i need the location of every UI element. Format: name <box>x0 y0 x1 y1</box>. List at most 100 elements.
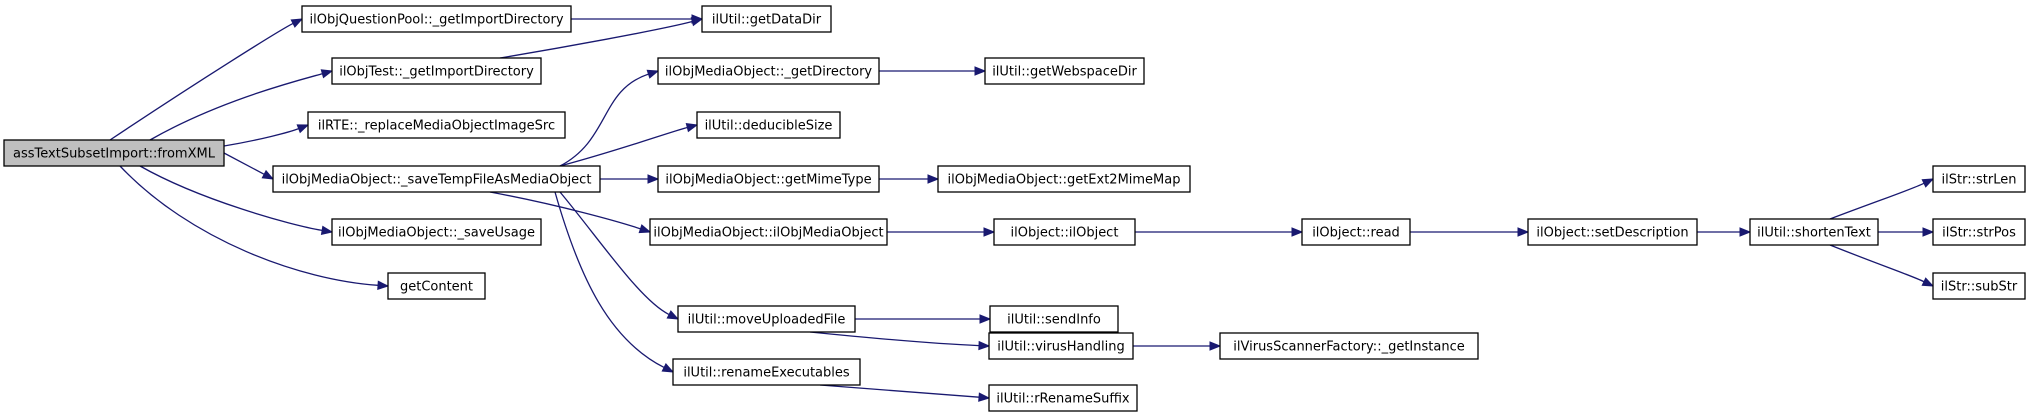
node-label: ilRTE::_replaceMediaObjectImageSrc <box>318 119 555 134</box>
node-mob-ctor[interactable]: ilObjMediaObject::ilObjMediaObject <box>649 218 888 246</box>
node-virus[interactable]: ilUtil::virusHandling <box>988 332 1134 360</box>
node-qpool-import[interactable]: ilObjQuestionPool::_getImportDirectory <box>301 5 572 33</box>
node-box <box>677 305 856 333</box>
node-box <box>1301 218 1411 246</box>
node-getcontent[interactable]: getContent <box>387 272 486 300</box>
node-label: ilUtil::getWebspaceDir <box>992 65 1137 80</box>
edge-renameexec-to-rrename <box>819 384 980 398</box>
node-label: ilUtil::getDataDir <box>712 13 822 28</box>
node-moveupl[interactable]: ilUtil::moveUploadedFile <box>677 305 856 333</box>
node-box <box>307 111 566 139</box>
node-strlen[interactable]: ilStr::strLen <box>1932 165 2026 193</box>
node-sendinfo[interactable]: ilUtil::sendInfo <box>989 305 1119 333</box>
edge-save_temp-to-deducible <box>559 126 688 167</box>
node-label: ilObject::setDescription <box>1536 226 1688 241</box>
arrowhead-ilobject_ctor-to-read <box>1291 227 1304 237</box>
edges <box>109 14 1935 402</box>
arrowhead-test_import-to-getdatadir <box>690 17 704 27</box>
node-shorten[interactable]: ilUtil::shortenText <box>1749 218 1879 246</box>
arrowhead-moveupl-to-sendinfo <box>979 314 992 324</box>
node-label: ilUtil::deducibleSize <box>705 119 833 134</box>
node-label: getContent <box>400 280 473 295</box>
arrowhead-getmimetype-to-ext2mime <box>927 174 940 184</box>
node-label: ilObjMediaObject::_saveTempFileAsMediaOb… <box>282 173 592 188</box>
node-root[interactable]: assTextSubsetImport::fromXML <box>3 139 225 167</box>
node-label: assTextSubsetImport::fromXML <box>13 147 216 162</box>
node-box <box>988 332 1134 360</box>
node-renameexec[interactable]: ilUtil::renameExecutables <box>672 358 861 386</box>
node-read[interactable]: ilObject::read <box>1301 218 1411 246</box>
node-ilobject-ctor[interactable]: ilObject::ilObject <box>993 218 1136 246</box>
edge-root-to-getcontent <box>119 165 379 286</box>
edge-save_temp-to-moveupl <box>559 191 670 316</box>
node-box <box>989 305 1119 333</box>
arrowhead-moveupl-to-virus <box>978 340 991 351</box>
node-box <box>331 218 542 246</box>
node-label: ilUtil::sendInfo <box>1007 313 1101 328</box>
arrowhead-root-to-save_temp <box>261 169 275 180</box>
arrowhead-save_temp-to-moveupl <box>666 310 680 320</box>
arrowhead-mob_ctor-to-ilobject_ctor <box>983 227 996 237</box>
arrowhead-root-to-test_import <box>320 69 334 79</box>
node-box <box>657 57 880 85</box>
node-box <box>387 272 486 300</box>
node-box <box>993 218 1136 246</box>
node-label: ilUtil::moveUploadedFile <box>688 313 846 328</box>
arrowhead-save_temp-to-renameexec <box>661 363 675 373</box>
node-box <box>937 165 1191 193</box>
edge-moveupl-to-virus <box>809 331 980 347</box>
arrowhead-shorten-to-strlen <box>1921 178 1935 188</box>
node-box <box>1749 218 1879 246</box>
node-rrename[interactable]: ilUtil::rRenameSuffix <box>988 384 1138 412</box>
node-setdesc[interactable]: ilObject::setDescription <box>1527 218 1698 246</box>
node-strpos[interactable]: ilStr::strPos <box>1932 218 2026 246</box>
node-label: ilObjMediaObject::getMimeType <box>665 173 871 188</box>
node-box <box>657 165 880 193</box>
node-test-import[interactable]: ilObjTest::_getImportDirectory <box>331 57 542 85</box>
edge-root-to-rte_replace <box>223 128 299 147</box>
node-label: ilObject::read <box>1312 226 1400 241</box>
node-save-temp[interactable]: ilObjMediaObject::_saveTempFileAsMediaOb… <box>272 165 601 193</box>
node-save-usage[interactable]: ilObjMediaObject::_saveUsage <box>331 218 542 246</box>
node-getdatadir[interactable]: ilUtil::getDataDir <box>701 5 832 33</box>
node-webspacedir[interactable]: ilUtil::getWebspaceDir <box>984 57 1145 85</box>
edge-test_import-to-getdatadir <box>499 20 693 59</box>
arrowhead-root-to-getcontent <box>377 280 390 291</box>
edge-save_temp-to-mob_ctor <box>489 191 641 230</box>
node-box <box>701 5 832 33</box>
node-box <box>696 111 841 139</box>
arrowhead-save_temp-to-mob_getdir <box>646 69 660 79</box>
node-label: ilObjQuestionPool::_getImportDirectory <box>309 13 563 28</box>
node-substr[interactable]: ilStr::subStr <box>1932 272 2026 300</box>
node-label: ilObjMediaObject::_getDirectory <box>665 65 873 80</box>
node-mob-getdir[interactable]: ilObjMediaObject::_getDirectory <box>657 57 880 85</box>
arrowhead-shorten-to-substr <box>1921 277 1935 287</box>
node-box <box>1932 272 2026 300</box>
node-box <box>301 5 572 33</box>
nodes: assTextSubsetImport::fromXML ilObjQuestio… <box>3 5 2026 412</box>
arrowhead-shorten-to-strpos <box>1922 227 1935 237</box>
node-label: ilStr::strPos <box>1942 226 2016 241</box>
arrowhead-save_temp-to-mob_ctor <box>638 224 652 234</box>
node-ext2mime[interactable]: ilObjMediaObject::getExt2MimeMap <box>937 165 1191 193</box>
node-box <box>984 57 1145 85</box>
node-label: ilObject::ilObject <box>1011 226 1119 241</box>
node-box <box>1219 332 1479 360</box>
node-deducible[interactable]: ilUtil::deducibleSize <box>696 111 841 139</box>
edge-save_temp-to-renameexec <box>554 191 665 369</box>
node-virusfactory[interactable]: ilVirusScannerFactory::_getInstance <box>1219 332 1479 360</box>
node-label: ilStr::strLen <box>1942 173 2017 188</box>
arrowhead-root-to-qpool_import <box>290 18 304 28</box>
node-getmimetype[interactable]: ilObjMediaObject::getMimeType <box>657 165 880 193</box>
arrowhead-renameexec-to-rrename <box>978 392 991 402</box>
node-label: ilUtil::rRenameSuffix <box>996 392 1130 407</box>
node-box <box>672 358 861 386</box>
node-label: ilUtil::shortenText <box>1757 226 1871 241</box>
edge-root-to-save_usage <box>139 165 323 231</box>
arrowhead-read-to-setdesc <box>1517 227 1530 237</box>
node-rte-replace[interactable]: ilRTE::_replaceMediaObjectImageSrc <box>307 111 566 139</box>
node-box <box>988 384 1138 412</box>
edge-shorten-to-strlen <box>1829 182 1925 220</box>
arrowhead-root-to-save_usage <box>320 225 334 235</box>
arrowhead-setdesc-to-shorten <box>1739 227 1752 237</box>
